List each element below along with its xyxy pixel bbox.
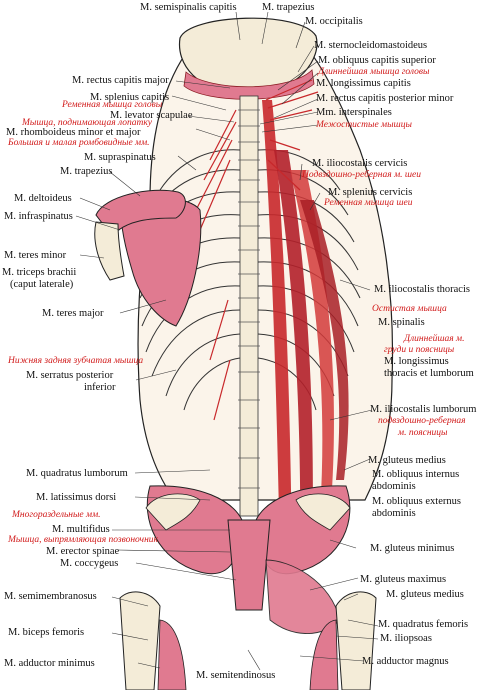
label-biceps-femoris: M. biceps femoris bbox=[8, 627, 85, 638]
label-ru-rhomboideus: Большая и малая ромбовидные мм. bbox=[8, 138, 150, 148]
label-gluteus-minimus: M. gluteus minimus bbox=[370, 543, 455, 554]
label-coccygeus: M. coccygeus bbox=[60, 558, 119, 569]
label-longissimus-2: thoracis et lumborum bbox=[384, 368, 474, 379]
humerus bbox=[94, 221, 125, 281]
label-ru-longissimus-2: груди и поясницы bbox=[384, 345, 455, 355]
label-teres-major: M. teres major bbox=[42, 308, 104, 319]
label-semitendinosus: M. semitendinosus bbox=[196, 670, 276, 681]
label-serratus-1: M. serratus posterior bbox=[26, 370, 114, 381]
label-triceps-1: M. triceps brachii bbox=[2, 267, 77, 278]
label-obliquus-externus-1: M. obliquus externus bbox=[372, 496, 461, 507]
label-ru-levator-scapulae: Мышца, поднимающая лопатку bbox=[22, 118, 153, 128]
label-gluteus-medius-lower: M. gluteus medius bbox=[386, 589, 464, 600]
label-iliopsoas: M. iliopsoas bbox=[380, 633, 432, 644]
label-ru-multifidus: Многораздельные мм. bbox=[12, 510, 101, 520]
label-trapezius-left: M. trapezius bbox=[60, 166, 113, 177]
label-rectus-capitis-posterior-minor: M. rectus capitis posterior minor bbox=[316, 93, 454, 104]
label-obliquus-capitis-superior: M. obliquus capitis superior bbox=[318, 55, 436, 66]
label-levator-scapulae: M. levator scapulae bbox=[110, 110, 193, 121]
label-ru-longissimus-capitis: Длиннейшая мышца головы bbox=[318, 67, 430, 77]
label-serratus-2: inferior bbox=[84, 382, 116, 393]
label-splenius-cervicis: M. splenius cervicis bbox=[328, 187, 413, 198]
left-deep-muscles bbox=[195, 109, 237, 421]
erector-spinae-right bbox=[262, 100, 349, 560]
label-semispinalis-capitis: M. semispinalis capitis bbox=[140, 2, 237, 13]
label-longissimus-1: M. longissimus bbox=[384, 356, 449, 367]
label-sternocleidomastoideus: M. sternocleidomastoideus bbox=[314, 40, 428, 51]
label-gluteus-medius-upper: M. gluteus medius bbox=[368, 455, 446, 466]
label-obliquus-externus-2: abdominis bbox=[372, 508, 416, 519]
sacrum bbox=[227, 519, 271, 611]
label-iliocostalis-lumborum: M. iliocostalis lumborum bbox=[370, 404, 477, 415]
label-triceps-2: (caput laterale) bbox=[10, 279, 74, 290]
label-iliocostalis-cervicis: M. iliocostalis cervicis bbox=[312, 158, 408, 169]
label-ru-erector-spinae: Мышца, выпрямляющая позвоночник bbox=[8, 535, 158, 545]
label-multifidus: M. multifidus bbox=[52, 524, 110, 535]
label-ru-iliocostalis-cervicis: Подвздошно-реберная м. шеи bbox=[302, 170, 422, 180]
label-adductor-minimus: M. adductor minimus bbox=[4, 658, 95, 669]
leader-lines bbox=[75, 11, 379, 671]
label-ru-interspinales: Межостистые мышцы bbox=[316, 120, 412, 130]
label-spinalis: M. spinalis bbox=[378, 317, 425, 328]
label-teres-minor: M. teres minor bbox=[4, 250, 67, 261]
label-rectus-capitis-major: M. rectus capitis major bbox=[72, 75, 169, 86]
label-adductor-magnus: M. adductor magnus bbox=[362, 656, 449, 667]
label-supraspinatus: M. supraspinatus bbox=[84, 152, 156, 163]
label-erector-spinae: M. erector spinae bbox=[46, 546, 120, 557]
label-quadratus-lumborum: M. quadratus lumborum bbox=[26, 468, 128, 479]
label-gluteus-maximus: M. gluteus maximus bbox=[360, 574, 447, 585]
femurs bbox=[119, 591, 377, 690]
label-obliquus-internus-2: abdominis bbox=[372, 481, 416, 492]
label-infraspinatus: M. infraspinatus bbox=[4, 211, 73, 222]
label-interspinales: Mm. interspinales bbox=[316, 107, 392, 118]
thigh-muscles bbox=[157, 619, 339, 690]
label-iliocostalis-thoracis: M. iliocostalis thoracis bbox=[374, 284, 470, 295]
label-quadratus-femoris: M. quadratus femoris bbox=[378, 619, 469, 630]
label-deltoideus: M. deltoideus bbox=[14, 193, 72, 204]
occipital-muscle-band bbox=[183, 69, 315, 100]
splenius-right bbox=[265, 79, 319, 191]
label-obliquus-internus-1: M. obliquus internus bbox=[372, 469, 460, 480]
label-splenius-capitis: M. splenius capitis bbox=[90, 92, 170, 103]
label-ru-iliocostalis-lumborum-2: м. поясницы bbox=[398, 428, 448, 438]
skull-base bbox=[178, 17, 318, 97]
label-latissimus-dorsi: M. latissimus dorsi bbox=[36, 492, 117, 503]
label-ru-spinalis: Остистая мышца bbox=[372, 304, 447, 314]
label-ru-iliocostalis-lumborum-1: подвздошно-реберная bbox=[378, 416, 466, 426]
label-ru-serratus: Нижняя задняя зубчатая мышца bbox=[8, 356, 144, 366]
label-ru-splenius-cervicis: Ременная мышца шеи bbox=[324, 198, 413, 208]
label-ru-splenius-capitis: Ременная мышца головы bbox=[62, 100, 163, 110]
label-longissimus-capitis: M. longissimus capitis bbox=[316, 78, 411, 89]
label-rhomboideus: M. rhomboideus minor et major bbox=[6, 127, 141, 138]
vertebral-column bbox=[238, 95, 260, 517]
label-ru-longissimus-1: Длиннейшая м. bbox=[404, 334, 465, 344]
label-occipitalis: M. occipitalis bbox=[305, 16, 363, 27]
label-trapezius-top: M. trapezius bbox=[262, 2, 315, 13]
label-semimembranosus: M. semimembranosus bbox=[4, 591, 97, 602]
